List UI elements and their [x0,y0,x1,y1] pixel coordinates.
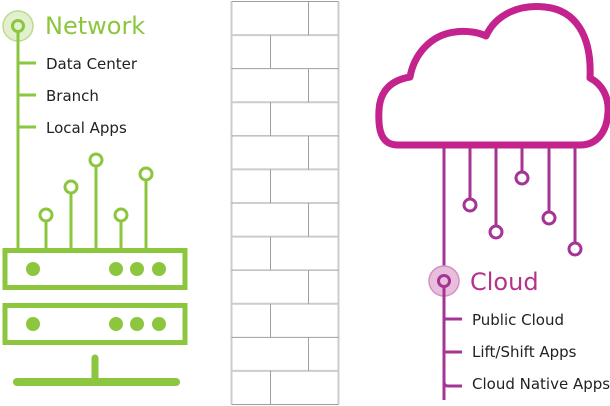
brick-wall-icon [230,1,340,405]
network-item: Branch [46,87,99,105]
server-antennas [38,152,154,249]
cloud-item: Public Cloud [472,311,564,329]
network-item: Local Apps [46,119,127,137]
cloud-item: Cloud Native Apps [472,375,610,393]
cloud-trunk-line [442,287,462,388]
network-group: Network Data Center Branch Local Apps [2,10,188,386]
network-title: Network [45,12,145,40]
cloud-group: Cloud Public Cloud Lift/Shift Apps Cloud… [375,2,610,400]
cloud-node-icon [437,274,451,288]
network-item: Data Center [46,55,138,73]
cloud-item: Lift/Shift Apps [472,343,577,361]
cloud-icon [375,2,610,149]
cloud-title: Cloud [470,268,539,296]
server-icon [2,248,188,386]
